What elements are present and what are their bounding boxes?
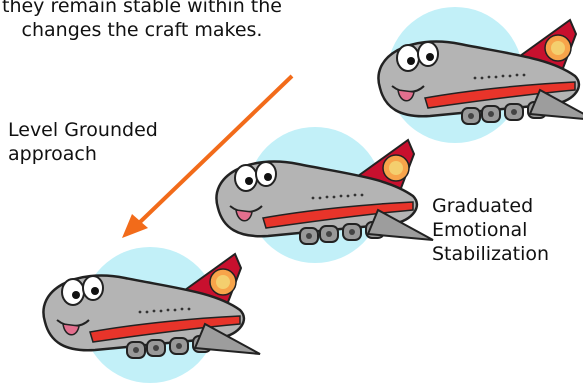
cartoon-airplane-icon	[43, 247, 260, 383]
cartoon-airplane-icon	[216, 127, 433, 263]
cartoon-airplane-icon	[378, 7, 583, 143]
